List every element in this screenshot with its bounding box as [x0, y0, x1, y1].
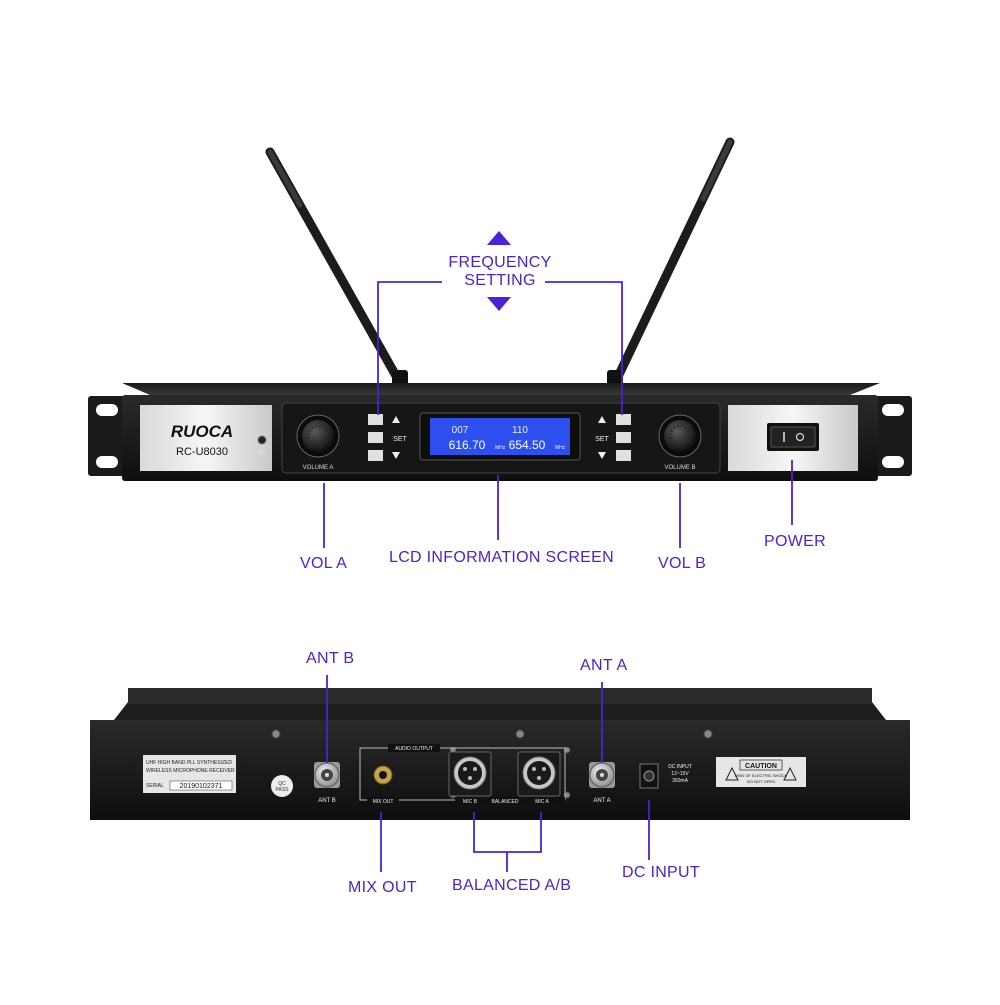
balanced-small-label: BALANCED — [492, 799, 519, 805]
knob-icon[interactable] — [296, 414, 340, 458]
set-label-a: SET — [393, 436, 407, 443]
ir-sensor — [257, 435, 267, 445]
triangle-up-icon — [392, 416, 400, 423]
dc-input-callout: DC INPUT — [622, 864, 700, 881]
caution-label — [716, 757, 806, 787]
serial-label: SERIAL — [146, 783, 164, 789]
lcd-frequency-a: 616.70 — [449, 438, 486, 452]
triangle-up-icon — [598, 416, 606, 423]
lcd-unit-a: MHz — [495, 445, 506, 451]
dc-jack[interactable] — [639, 763, 659, 789]
jack-icon[interactable] — [373, 765, 393, 785]
serial-number: 20190102371 — [180, 783, 223, 790]
power-callout: POWER — [764, 533, 826, 550]
lcd-screen-callout: LCD INFORMATION SCREEN — [389, 549, 614, 566]
lcd-screen — [430, 418, 570, 455]
down-button-b[interactable] — [616, 450, 631, 461]
lcd-channel-a: 007 — [452, 425, 469, 436]
mix-out-label: MIX OUT — [373, 799, 394, 805]
front-callout-lines — [323, 281, 793, 548]
ant-b-callout: ANT B — [306, 650, 355, 667]
antenna-right — [607, 137, 735, 388]
right-button-stack: SET — [595, 414, 631, 461]
dc-line3: 350mA — [672, 778, 689, 784]
balanced-callout: BALANCED A/B — [452, 877, 572, 894]
qc-line2: PASS — [276, 787, 290, 793]
vol-b-callout: VOL B — [658, 555, 707, 572]
mix-out-callout: MIX OUT — [348, 879, 417, 896]
qc-pass-sticker — [271, 775, 293, 797]
antenna-left — [265, 147, 408, 388]
rear-callout-lines — [326, 675, 650, 872]
chassis-top — [122, 383, 880, 395]
dc-line1: DC INPUT — [668, 764, 692, 770]
volume-a-label: VOLUME A — [303, 465, 334, 471]
rear-chassis-lip — [128, 688, 872, 704]
set-label-b: SET — [595, 436, 609, 443]
logo-plate — [140, 405, 272, 471]
mic-a-label: MIC A — [535, 799, 549, 805]
bnc-connector-icon[interactable] — [589, 762, 615, 788]
mic-b-label: MIC B — [463, 799, 478, 805]
caution-line1: RISK OF ELECTRIC SHOCK — [735, 773, 788, 778]
dc-line2: 12~15V — [671, 771, 689, 777]
brand-logo: RUOCA — [171, 422, 233, 441]
left-button-stack: SET — [368, 414, 408, 461]
triangle-down-icon — [598, 452, 606, 459]
up-button-b[interactable] — [616, 414, 631, 425]
xlr-connector-icon[interactable] — [517, 751, 561, 797]
vol-a-callout: VOL A — [300, 555, 348, 572]
triangle-down-icon — [392, 452, 400, 459]
set-button-b[interactable] — [616, 432, 631, 443]
ant-a-callout: ANT A — [580, 657, 628, 674]
bnc-connector-icon[interactable] — [314, 762, 340, 788]
sticker-line1: UHF HIGH BAND PLL SYNTHESIZED — [146, 760, 232, 766]
qc-line1: QC — [278, 781, 286, 787]
up-button-a[interactable] — [368, 414, 383, 425]
knob-icon[interactable] — [658, 414, 702, 458]
rear-ant-b-label: ANT B — [318, 798, 336, 804]
frequency-setting-line1: FREQUENCY — [448, 254, 552, 271]
warning-icon — [783, 766, 797, 781]
lcd-unit-b: MHz — [555, 445, 566, 451]
power-switch-icon[interactable] — [767, 423, 819, 451]
ir-label: IR — [258, 449, 266, 458]
set-button-a[interactable] — [368, 432, 383, 443]
xlr-connector-icon[interactable] — [448, 751, 492, 797]
lcd-channel-b: 110 — [512, 425, 528, 436]
frequency-setting-line2: SETTING — [464, 272, 536, 289]
down-button-a[interactable] — [368, 450, 383, 461]
rear-ant-a-label: ANT A — [593, 798, 610, 804]
rear-chassis-top — [114, 702, 886, 720]
model-label: RC-U8030 — [176, 446, 228, 458]
audio-output-label: AUDIO OUTPUT — [395, 746, 433, 752]
sticker-line2: WIRELESS MICROPHONE RECEIVER — [146, 768, 235, 774]
volume-b-label: VOLUME B — [664, 465, 695, 471]
triangle-up-icon — [487, 231, 511, 245]
warning-icon — [725, 766, 739, 781]
triangle-down-icon — [487, 297, 511, 311]
frequency-setting-callout: FREQUENCY SETTING — [430, 254, 570, 290]
caution-line2: DO NOT OPEN — [747, 779, 775, 784]
caution-title: CAUTION — [745, 763, 777, 770]
lcd-frequency-b: 654.50 — [509, 438, 546, 452]
